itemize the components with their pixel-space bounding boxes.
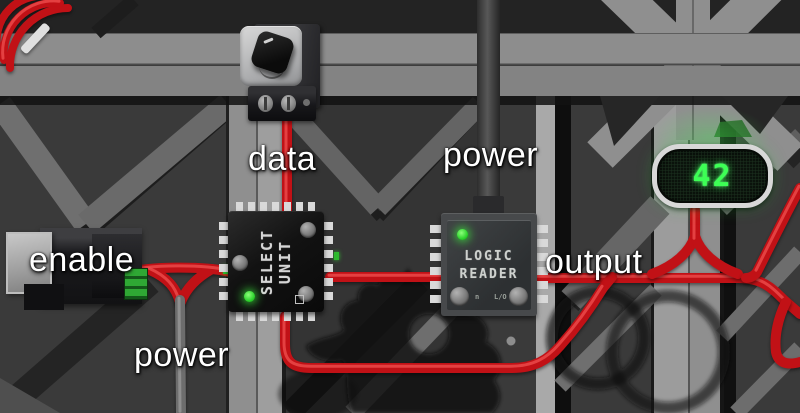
chip-body: SELECT UNIT [228,211,324,312]
wall-shadow-wedge [600,96,660,146]
label-data: data [248,140,317,178]
logic-reader-chip[interactable]: LOGIC READER n L/O [430,211,548,318]
cable-stroke[interactable] [530,273,800,319]
cable-stroke[interactable] [145,265,185,307]
chip-screw [232,255,248,271]
cable-stroke[interactable] [770,297,800,369]
enable-switch-device[interactable] [0,224,152,312]
led-display-console[interactable]: 42 [652,144,773,208]
chip-pins-right [537,225,548,309]
chip-screw [300,222,316,238]
display-pixel-grid [659,151,766,201]
chip-title-line2: UNIT [276,239,294,284]
chip-face: LOGIC READER n L/O [447,220,531,310]
label-power-top: power [443,136,539,174]
cable-select-to-reader[interactable] [325,272,447,282]
cable-data[interactable] [282,105,292,220]
cable-stroke[interactable] [741,183,800,283]
cable-power-drop[interactable] [175,295,186,413]
chip-screw [298,286,314,302]
chip-screw [450,287,469,306]
chip-pins-bottom [236,311,320,321]
dial-faceplate [240,26,302,86]
knob-indicator [263,37,274,44]
select-unit-chip[interactable]: SELECT UNIT [219,202,333,321]
chip-title-line2: READER [459,267,519,282]
wall-bolt [505,335,517,347]
chip-title: SELECT UNIT [258,207,294,317]
dial-base [248,86,316,121]
chip-title-line1: LOGIC [464,249,514,264]
power-led [244,291,255,302]
chip-pins-top [236,202,320,212]
pin1-mark [295,295,304,304]
cable-stroke[interactable] [5,4,72,72]
cable-stroke[interactable] [176,264,217,307]
label-power-bottom: power [134,336,230,374]
cable-highlight [282,284,604,368]
cable-tie-band [21,23,50,54]
dial-screw [258,95,273,112]
chip-pins-left [219,222,229,302]
cable-right-edge[interactable] [741,183,800,369]
port-label-right: L/O [494,293,507,301]
dial-device[interactable] [238,16,328,124]
power-pipe[interactable] [477,0,500,200]
cable-stroke[interactable] [0,0,55,56]
label-enable: enable [29,241,135,279]
wall-shadow-wedge [722,96,788,134]
switch-output-port [124,268,148,300]
switch-plate [6,232,52,294]
label-output: output [545,243,643,281]
display-glow-reflection [714,120,752,137]
wall-beams-horizontal [0,0,800,105]
cable-stroke[interactable] [647,231,700,279]
pipe-flange [473,196,504,214]
cable-display-junction[interactable] [647,205,743,279]
cable-highlight [1,0,61,60]
dial-port-dot [303,99,310,106]
connector-led [334,252,339,260]
display-value: 42 [692,158,733,194]
chip-pins-right [323,222,333,302]
cable-highlight [177,296,182,413]
chip-screw [509,287,528,306]
cable-highlight [754,184,800,272]
cable-output-run[interactable] [530,273,800,319]
chip-pins-left [430,225,441,309]
chip-title-line1: SELECT [258,228,276,295]
dial-screw [281,95,296,112]
power-led [457,229,468,240]
switch-step [24,284,64,310]
chip-body: LOGIC READER n L/O [441,213,537,316]
cable-coil-topleft[interactable] [0,0,72,72]
cable-stroke[interactable] [690,231,743,279]
dial-tick-arc [259,64,285,79]
cable-bottom-loop[interactable] [280,272,617,373]
port-label-left: n [475,293,480,301]
